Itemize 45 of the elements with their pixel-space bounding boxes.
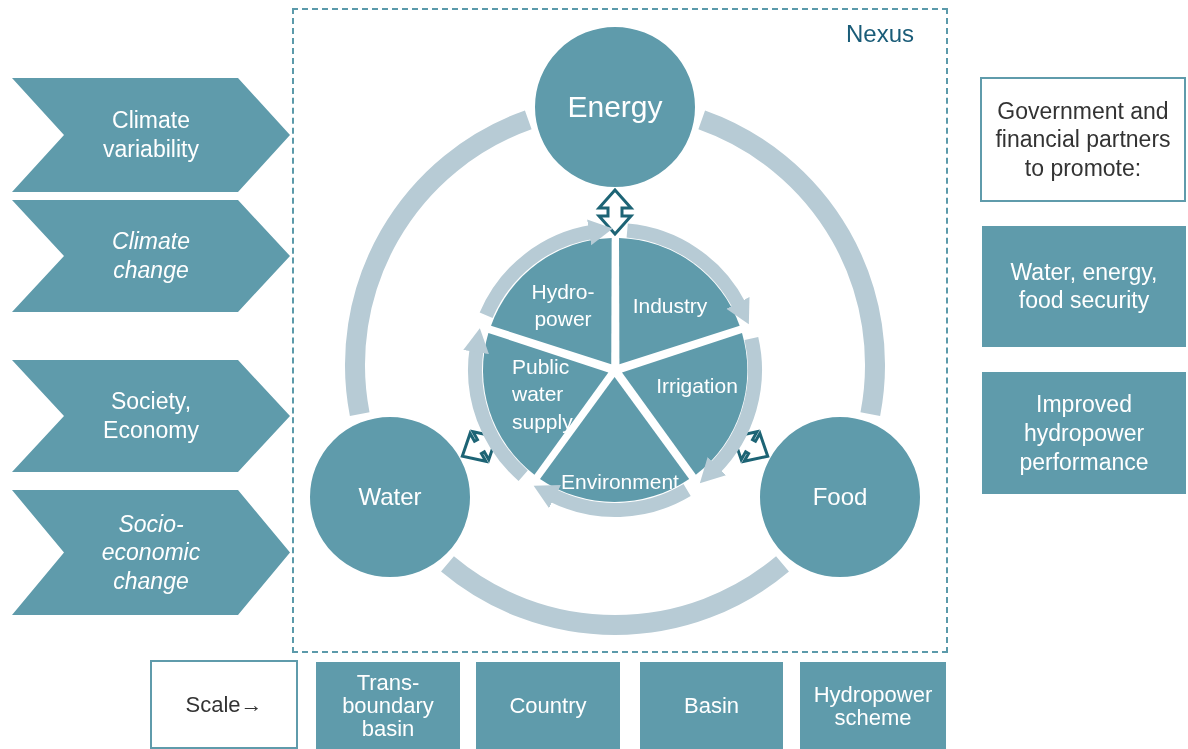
outlined-box: [150, 660, 298, 749]
frame-title: Nexus: [845, 20, 914, 48]
banner-text: Climate variability: [102, 106, 200, 164]
banner-text: Society, Economy: [102, 387, 200, 445]
chevron-banner: [12, 78, 290, 192]
slice-label: Irrigation: [655, 373, 739, 400]
pie-slice: [621, 332, 747, 475]
circle-label: Energy: [566, 89, 664, 125]
info-box: [982, 372, 1186, 494]
info-box: [476, 662, 620, 749]
slice-label: Environment: [560, 469, 680, 496]
info-box: [640, 662, 783, 749]
cycle-arrow: [479, 219, 613, 319]
outlined-box: [980, 77, 1186, 202]
slice-label: Hydro-power: [530, 278, 596, 332]
double-arrow: [595, 187, 635, 237]
box-text: Improved hydropower performance: [1018, 389, 1150, 477]
box-text: Government and financial partners to promote:: [994, 96, 1172, 183]
dashed-frame: [292, 8, 948, 653]
chevron-banner: [12, 200, 290, 312]
cycle-arrow: [463, 328, 529, 481]
cycle-arrow: [533, 483, 691, 517]
slice-label: Industry: [631, 293, 709, 320]
ring-connector: [697, 110, 885, 416]
info-box: [316, 662, 460, 749]
banner-text: Climate change: [111, 227, 191, 285]
info-box: [982, 226, 1186, 347]
box-text: Hydropower scheme: [812, 682, 934, 729]
banner-text: Socio-economic change: [100, 509, 202, 596]
cycle-arrow: [626, 223, 750, 324]
info-box: [800, 662, 946, 749]
box-text: Scale→: [184, 692, 264, 717]
chevron-banner: [12, 490, 290, 615]
pie-slice: [618, 238, 740, 365]
cycle-arrow: [700, 337, 762, 484]
box-text: Country: [508, 693, 588, 718]
box-text: Basin: [682, 693, 740, 718]
ring-connector: [441, 555, 789, 635]
chevron-banner: [12, 360, 290, 472]
slice-label: Public water supply: [512, 354, 574, 435]
circle-label: Water: [357, 483, 423, 511]
ring-connector: [345, 110, 533, 416]
circle-label: Food: [811, 483, 869, 511]
box-text: Trans-boundary basin: [341, 670, 435, 741]
box-text: Water, energy, food security: [1009, 257, 1159, 316]
